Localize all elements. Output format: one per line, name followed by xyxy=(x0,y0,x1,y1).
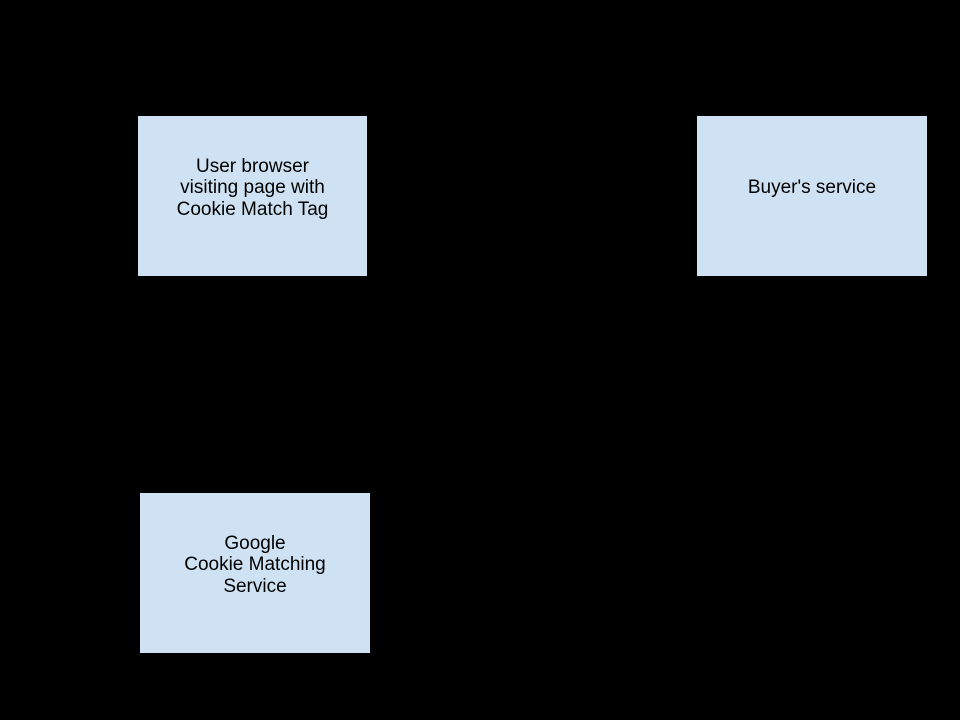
node-google-cookie-matching-service: Google Cookie Matching Service xyxy=(139,492,371,654)
node-buyers-service: Buyer's service xyxy=(696,115,928,277)
node-user-browser-label-line-2: visiting page with xyxy=(180,177,325,199)
node-user-browser-label-line-1: User browser xyxy=(196,155,309,177)
node-buyers-service-label-line-1: Buyer's service xyxy=(747,177,877,199)
node-user-browser: User browser visiting page with Cookie M… xyxy=(137,115,368,277)
node-buyers-service-label: Buyer's service xyxy=(748,177,876,199)
node-google-cookie-matching-service-label: Google Cookie Matching Service xyxy=(184,533,326,598)
node-google-cookie-matching-service-label-line-1: Google xyxy=(224,532,286,554)
node-user-browser-label: User browser visiting page with Cookie M… xyxy=(177,156,329,221)
node-google-cookie-matching-service-label-line-2: Cookie Matching xyxy=(184,554,326,576)
node-google-cookie-matching-service-label-line-3: Service xyxy=(223,575,287,597)
node-user-browser-label-line-3: Cookie Match Tag xyxy=(176,198,329,220)
